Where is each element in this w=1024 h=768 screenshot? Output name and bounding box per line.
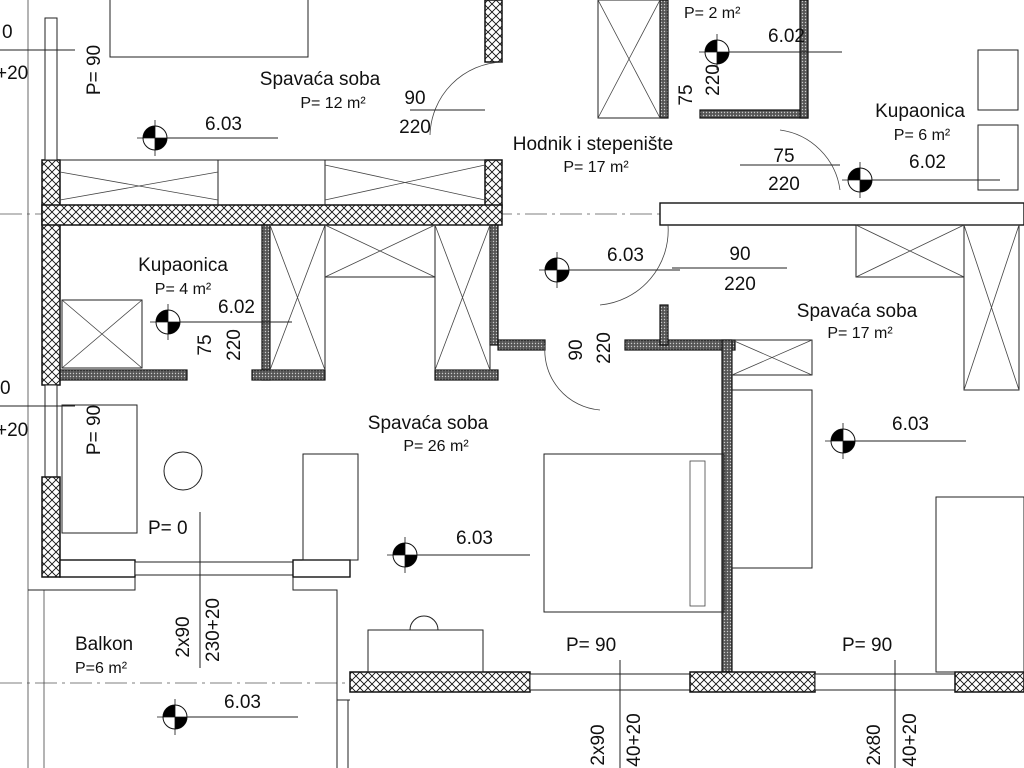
window-size: 2x90 [588,724,609,765]
window-height: 40+20 [900,713,921,766]
elevation-value: 6.03 [456,528,493,549]
room-area: P=6 m² [75,660,128,677]
window-height: 230+20 [203,598,224,662]
margin-label: +20 [0,420,28,441]
window-height: 40+20 [624,713,645,766]
door-width: 75 [773,146,794,167]
elevation-value: 6.03 [205,114,242,135]
elevation-value: 6.02 [909,152,946,173]
door-width: 90 [566,339,587,360]
elevation-value: 6.03 [892,414,929,435]
room-name: Spavaća soba [797,301,918,322]
margin-labels: 0 +20 0 +20 [0,22,75,441]
room-labels: Spavaća soba P= 12 m² Hodnik i stepeništ… [75,5,965,677]
elevation-value: 6.03 [224,692,261,713]
room-area: P= 2 m² [684,5,741,22]
elevation-value: 6.03 [607,245,644,266]
door-width: 75 [195,334,216,355]
room-name: Kupaonica [875,101,965,122]
window-dimensions: P= 90 P= 90 P= 0 2x90 230+20 P= 90 2x90 … [84,45,921,768]
door-height: 220 [768,174,800,195]
margin-label: 0 [2,22,13,43]
window-sill: P= 0 [148,518,188,539]
door-height: 220 [594,332,615,364]
margin-label: +20 [0,63,28,84]
door-height: 220 [399,117,431,138]
room-area: P= 17 m² [563,159,629,176]
furniture [59,0,1024,673]
door-height: 220 [703,64,724,96]
walls [28,0,1024,768]
window-size: 2x90 [173,616,194,657]
room-area: P= 6 m² [894,127,951,144]
room-name: Spavaća soba [260,69,381,90]
room-area: P= 12 m² [300,95,366,112]
window-sill: P= 90 [566,635,616,656]
elevation-markers [136,33,1000,736]
window-sill: P= 90 [842,635,892,656]
window-sill: P= 90 [84,45,105,95]
elevation-values: 6.03 6.02 6.02 6.03 6.02 6.03 6.03 6.03 [205,26,946,713]
room-area: P= 26 m² [403,438,469,455]
room-name: Balkon [75,634,133,655]
room-name: Kupaonica [138,255,228,276]
elevation-value: 6.02 [218,297,255,318]
door-width: 75 [676,84,697,105]
room-area: P= 4 m² [155,281,212,298]
window-size: 2x80 [864,724,885,765]
room-area: P= 17 m² [827,325,893,342]
room-name: Hodnik i stepenište [513,134,674,155]
door-height: 220 [724,274,756,295]
door-width: 90 [729,244,750,265]
door-dimensions: 90 220 75 220 90 220 75 220 75 220 90 22… [195,64,800,364]
door-height: 220 [224,329,245,361]
room-name: Spavaća soba [368,413,489,434]
door-width: 90 [404,88,425,109]
window-sill: P= 90 [84,405,105,455]
elevation-value: 6.02 [768,26,805,47]
margin-label: 0 [0,378,11,399]
